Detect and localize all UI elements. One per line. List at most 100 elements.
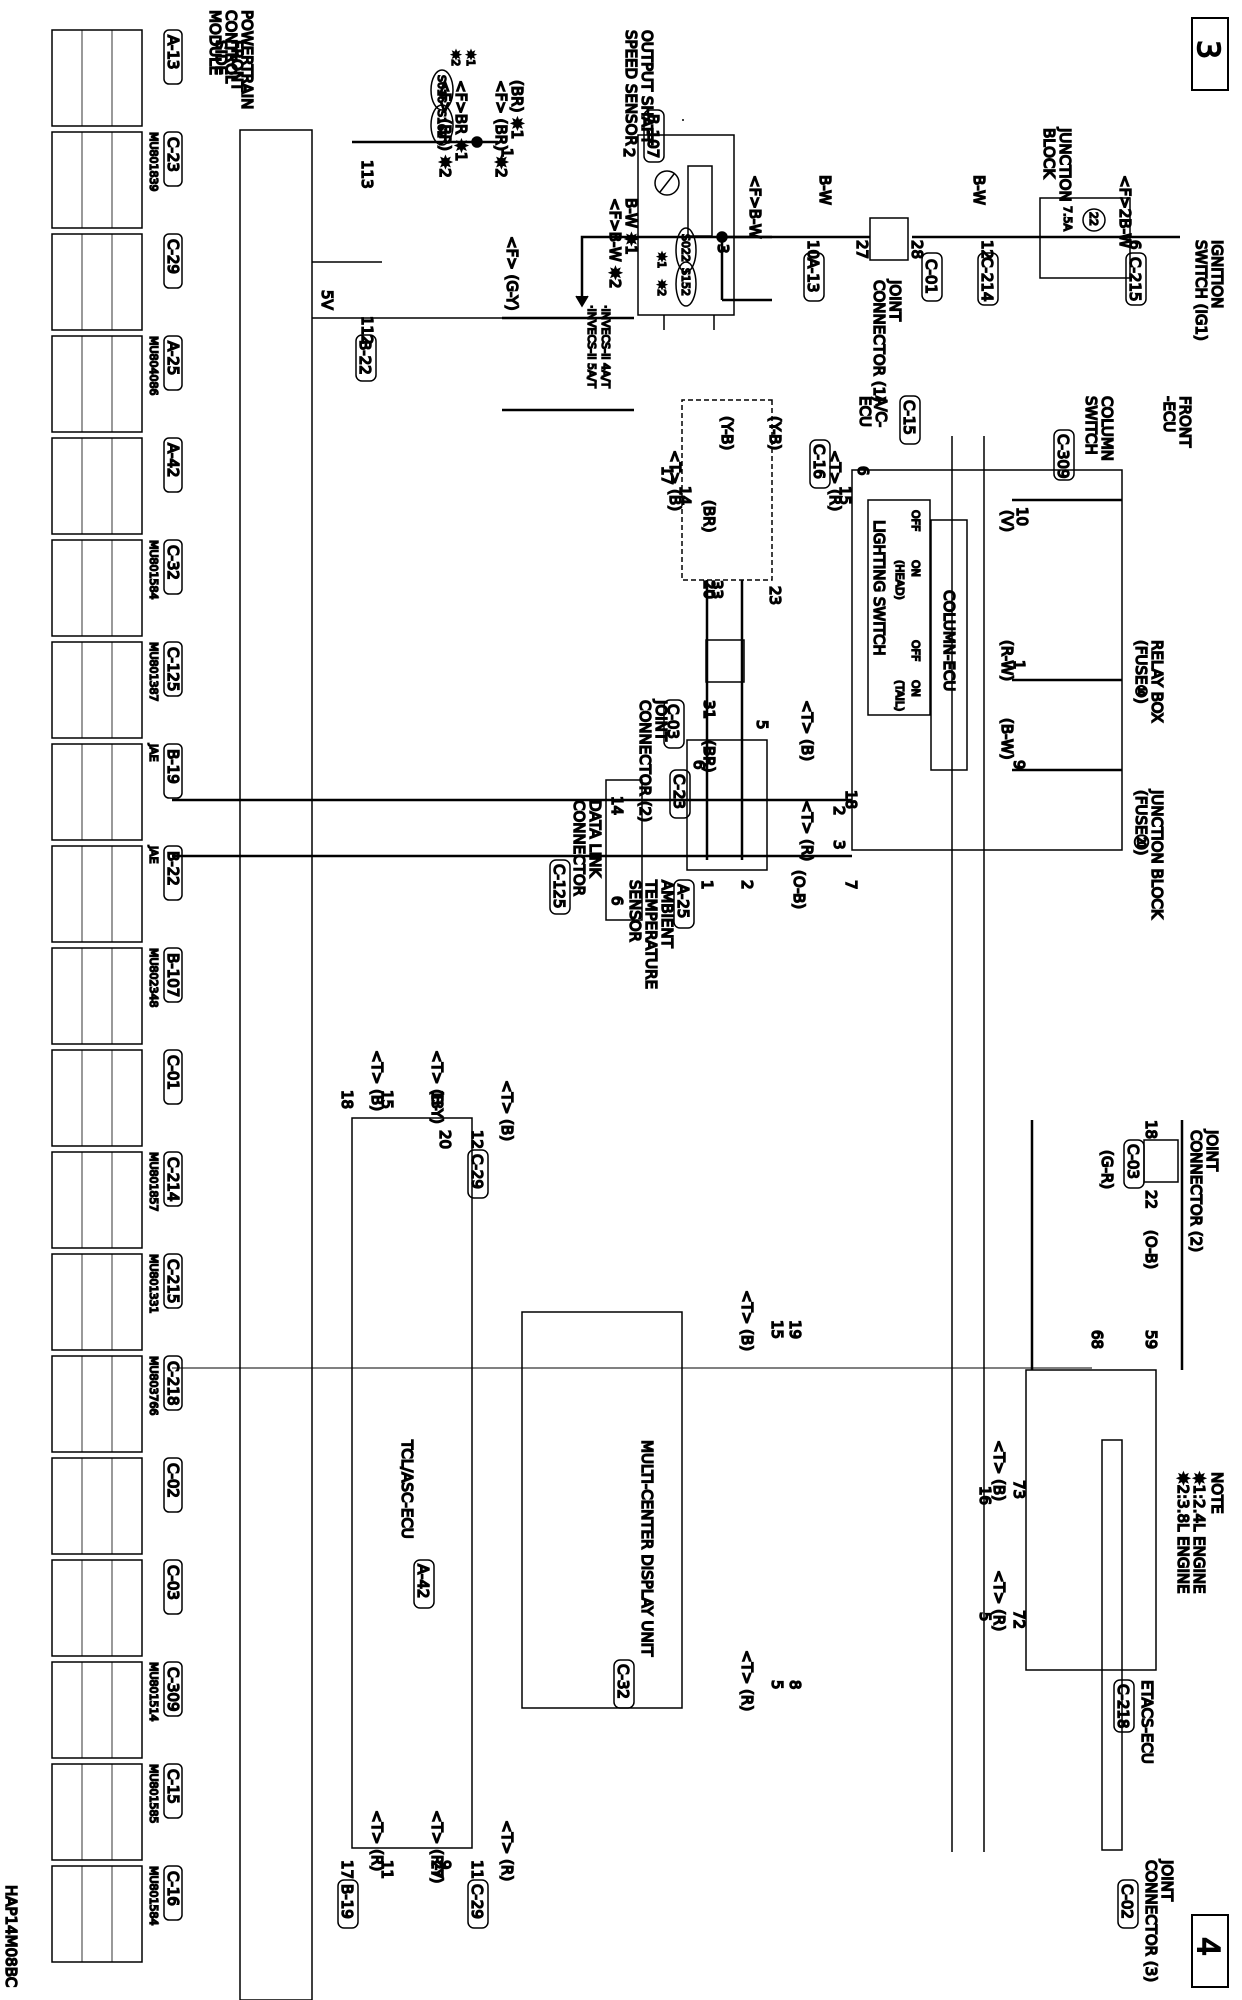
connector-view-label: C-218 (164, 1361, 182, 1406)
column-ecu-label: COLUMN-ECU (940, 590, 958, 691)
pin-c214-12: 12 (978, 240, 996, 259)
wire-v: (V) (998, 510, 1016, 532)
pin-18-jc2: 18 (1142, 1120, 1160, 1139)
connector-view-c-03: C-03 (51, 1559, 183, 1657)
fuse-rating: 7.5A (1061, 206, 1074, 231)
conn-c02 (1117, 1879, 1139, 1929)
conn-c32 (613, 1659, 635, 1709)
conn-a13-label: A-13 (804, 258, 822, 292)
conn-c29-label: C-29 (468, 1154, 486, 1189)
conn-c01-label: C-01 (922, 259, 940, 294)
pin-5-c23: 5 (753, 720, 771, 730)
wire-br-ac: (BR) (700, 500, 718, 532)
conn-c214-label: C-214 (978, 257, 996, 302)
ambient-label-3: SENSOR (626, 880, 644, 942)
front-side-label-2: SIDE (212, 40, 230, 75)
connector-view-label: A-13 (164, 35, 182, 69)
pin-9-tcl: 9 (436, 1860, 454, 1870)
relay-box-label-1: RELAY BOX (1148, 640, 1166, 723)
connector-view-part: MU801514 (147, 1662, 160, 1722)
lighting-switch-label: LIGHTING SWITCH (870, 520, 888, 656)
connector-view-part: MU802348 (147, 948, 160, 1008)
conn-c16-label: C-16 (810, 444, 828, 479)
conn-b107-label: B-107 (644, 114, 662, 158)
joint-connector-2b-box (1143, 1139, 1179, 1183)
conn-b22 (355, 334, 377, 382)
wire-fgy: <F> (G-Y) (503, 236, 521, 311)
conn-c15-label: C-15 (900, 400, 918, 435)
conn-c03-a-label: C-03 (664, 704, 682, 739)
pin-72: 72 (1010, 1610, 1028, 1629)
page-number-right: 4 (1190, 1937, 1225, 1956)
wire-try: <T> (R-Y) (428, 1810, 446, 1883)
conn-b107 (643, 109, 665, 163)
wire-tb-tcl: <T> (B) (368, 1050, 386, 1111)
conn-c15 (899, 395, 921, 445)
connector-view-part: MU804086 (147, 336, 160, 396)
note-box: NOTE ✵1:2.4L ENGINE ✵2:3.8L ENGINE (1173, 1471, 1227, 1594)
connector-view-label: C-03 (164, 1565, 182, 1600)
wire-fbw: <F>B-W (746, 175, 764, 239)
conn-c215-label: C-215 (1126, 257, 1144, 302)
pin-6-c23: 6 (690, 760, 708, 770)
pin-68: 68 (1088, 1330, 1106, 1349)
wire-bw-1: B-W (970, 175, 988, 205)
wire-tr-md: <T> (R) (738, 1650, 756, 1711)
connector-view-label: B-19 (164, 749, 182, 784)
conn-c125-label: C-125 (550, 864, 568, 909)
splice-s016-label: S016 (435, 75, 448, 103)
mcdu-box (521, 1311, 683, 1709)
pin-17-b19: 17 (338, 1860, 356, 1879)
connector-view-label: C-215 (164, 1259, 182, 1304)
wire-tr-et: <T> (R) (990, 1570, 1008, 1631)
connector-view-c-02: C-02 (51, 1457, 183, 1555)
ambient-sensor-box (686, 739, 768, 871)
conn-c215 (1125, 252, 1147, 306)
connector-view-a-13: A-13 (51, 29, 183, 127)
pin-3: 3 (714, 244, 732, 254)
pin-17-ac: 17 (658, 466, 676, 485)
junction-block-label-2: BLOCK (1040, 128, 1058, 179)
conn-c309 (1053, 429, 1075, 481)
joint-connector-2b-label-1: JOINT (1203, 1129, 1221, 1172)
pin-27: 27 (853, 240, 871, 259)
connector-view-part: MU801839 (147, 132, 160, 192)
joint-connector-3-box (1101, 1439, 1123, 1851)
ac-ecu-box (681, 399, 773, 581)
wire-gr: (G-R) (1098, 1150, 1116, 1189)
ignition-switch: IGNITION SWITCH (IG1) (1191, 239, 1227, 341)
pin-20-tcl: 20 (436, 1130, 454, 1149)
pin-1-col: 1 (1010, 660, 1028, 670)
pin-31-jc: 31 (700, 700, 718, 719)
conn-c16 (809, 439, 831, 489)
pin-59: 59 (1142, 1330, 1160, 1349)
pin-27: 27 (428, 1860, 446, 1879)
connector-view-label: C-214 (164, 1157, 182, 1202)
fuse-number: 22 (1087, 212, 1100, 226)
wire-bw-col: (B-W) (998, 718, 1016, 760)
pin-2-sensor: 2 (620, 148, 638, 158)
pin-11-c29: 11 (468, 1860, 486, 1879)
connector-view-label: A-42 (164, 443, 182, 477)
junction-block-label-1: JUNCTION (1056, 127, 1074, 202)
relay-box-label-2: (FUSE⑩) (1132, 640, 1150, 704)
pin-c215-6: 6 (1126, 240, 1144, 250)
pin-5-et: 5 (976, 1612, 994, 1622)
mark-2-s162: ✵2 (449, 50, 462, 66)
conn-c23-label: C-23 (670, 774, 688, 809)
wire-br-1: (BR) ✵1 (508, 80, 526, 139)
wire-fbr-2: <F> (BR) ✵2 (492, 80, 510, 178)
note-line-2: ✵2:3.8L ENGINE (1174, 1472, 1192, 1594)
pin-15-ac: 15 (836, 486, 854, 505)
front-ecu-label-2: -ECU (1160, 396, 1178, 432)
pcm-label-2: CONTROL (222, 10, 240, 84)
pcm-box (239, 129, 313, 2000)
connector-view-part: MU801585 (147, 1764, 160, 1824)
connector-view-label: B-107 (164, 953, 182, 997)
pin-6-ac: 6 (854, 466, 872, 476)
